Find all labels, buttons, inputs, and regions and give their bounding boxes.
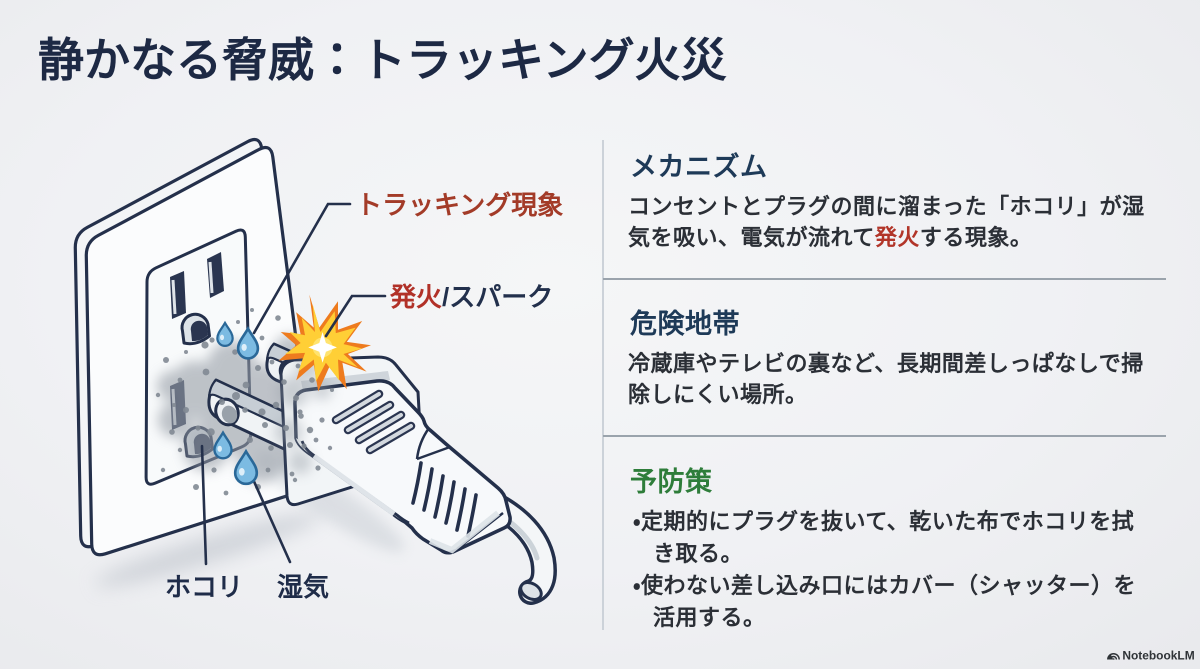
svg-text:NotebookLM: NotebookLM: [1122, 648, 1194, 662]
svg-text:湿気: 湿気: [277, 572, 329, 602]
svg-text:ホコリ: ホコリ: [165, 572, 243, 602]
svg-text:トラッキング現象: トラッキング現象: [356, 190, 563, 220]
svg-text:発火/スパーク: 発火/スパーク: [389, 282, 553, 312]
